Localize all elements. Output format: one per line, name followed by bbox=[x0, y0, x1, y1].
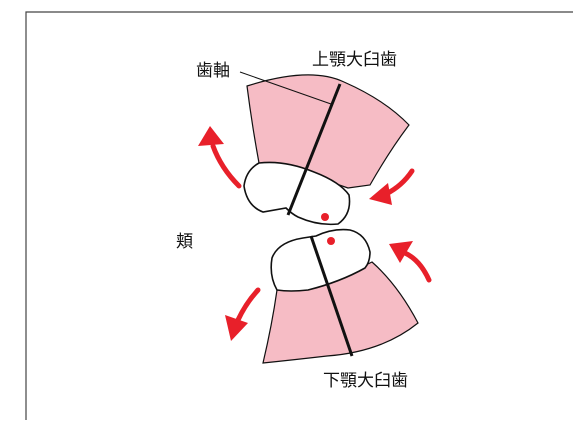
contact-point-icon bbox=[321, 213, 329, 221]
arrow-head-icon bbox=[389, 241, 413, 263]
rotation-arrow-icon bbox=[386, 171, 412, 194]
tooth-axis-label: 歯軸 bbox=[196, 63, 230, 80]
contact-point-icon bbox=[327, 237, 335, 245]
arrow-head-icon bbox=[198, 126, 224, 146]
rotation-arrow-icon bbox=[405, 253, 429, 280]
arrow-head-icon bbox=[369, 183, 392, 205]
upper-molar-label: 上顎大臼歯 bbox=[312, 52, 397, 69]
rotation-arrow-icon bbox=[213, 146, 239, 186]
cheek-label: 頬 bbox=[176, 234, 193, 251]
lower-molar-label: 下顎大臼歯 bbox=[323, 373, 408, 390]
rotation-arrow-icon bbox=[238, 290, 258, 320]
